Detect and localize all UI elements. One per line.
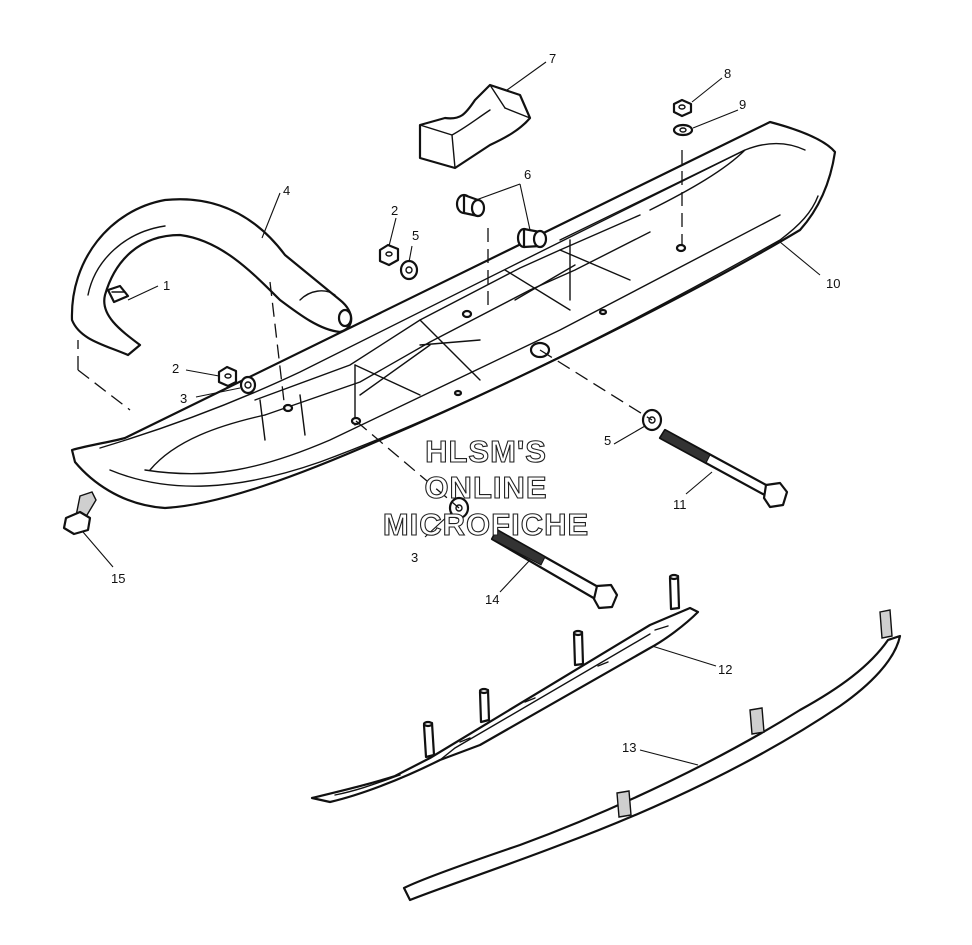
- runner-stud-top: [668, 573, 680, 581]
- callout-9: 9: [739, 97, 746, 112]
- assembly-centerlines: [77, 150, 683, 509]
- callout-8: 8: [724, 66, 731, 81]
- bushing-lower: [516, 227, 548, 249]
- runner-stud: [422, 721, 436, 759]
- bolt-center: [490, 528, 619, 610]
- runner-stud: [668, 574, 681, 611]
- bushing-upper: [455, 193, 486, 218]
- runner-stud-threaded: [879, 609, 893, 639]
- callout-6: 6: [524, 167, 531, 182]
- bolt-small: [62, 491, 97, 536]
- nut-top: [672, 98, 693, 118]
- callout-15: 15: [111, 571, 125, 586]
- callout-11: 11: [673, 497, 687, 512]
- runner-stud-top: [422, 720, 434, 728]
- callout-10: 10: [826, 276, 840, 291]
- ski-hole: [282, 403, 294, 413]
- handle-bolt-hole: [337, 308, 353, 328]
- callout-12: 12: [718, 662, 732, 677]
- callout-2-upper: 2: [391, 203, 398, 218]
- ski-body: [70, 120, 837, 510]
- watermark-line-1: HLSM'S: [425, 434, 547, 469]
- runner-stud-top: [478, 687, 490, 695]
- bolt-right: [658, 428, 789, 509]
- callout-14: 14: [485, 592, 499, 607]
- runner-stud: [572, 630, 585, 667]
- runner-stud-threaded: [616, 790, 632, 818]
- washer-top: [672, 123, 694, 137]
- ski-hole: [461, 309, 473, 319]
- callout-3-center: 3: [411, 550, 418, 565]
- callout-labels: 1 2 2 3 3 4 5 5 6 7 8 9 10 11 12 13 14 1…: [111, 51, 840, 755]
- handle-clip: [106, 284, 130, 304]
- nut-lower: [217, 365, 238, 388]
- ski-hole: [453, 389, 463, 397]
- washer-upper: [399, 259, 419, 281]
- carbide-runner: [402, 609, 902, 902]
- callout-1: 1: [163, 278, 170, 293]
- runner-stud-top: [572, 629, 584, 637]
- runner-stud-threaded: [749, 707, 765, 735]
- callout-13: 13: [622, 740, 636, 755]
- callout-2-lower: 2: [172, 361, 179, 376]
- ski-hole: [675, 243, 687, 253]
- callout-4: 4: [283, 183, 290, 198]
- watermark-line-3: MICROFICHE: [383, 507, 589, 542]
- callout-3-left: 3: [180, 391, 187, 406]
- watermark-line-2: ONLINE: [424, 470, 547, 505]
- callout-7: 7: [549, 51, 556, 66]
- leader-lines: [82, 61, 821, 766]
- washer-lower: [239, 375, 257, 395]
- nut-upper: [378, 243, 400, 267]
- ski-hole: [598, 308, 608, 316]
- ski-handle: [70, 198, 353, 357]
- ski-cross-ribs: [259, 239, 631, 441]
- wear-bar: [310, 573, 700, 804]
- runner-stud: [478, 688, 491, 724]
- saddle-block: [418, 83, 532, 170]
- watermark: HLSM'S ONLINE MICROFICHE: [382, 433, 589, 542]
- callout-5-upper: 5: [412, 228, 419, 243]
- callout-5-right: 5: [604, 433, 611, 448]
